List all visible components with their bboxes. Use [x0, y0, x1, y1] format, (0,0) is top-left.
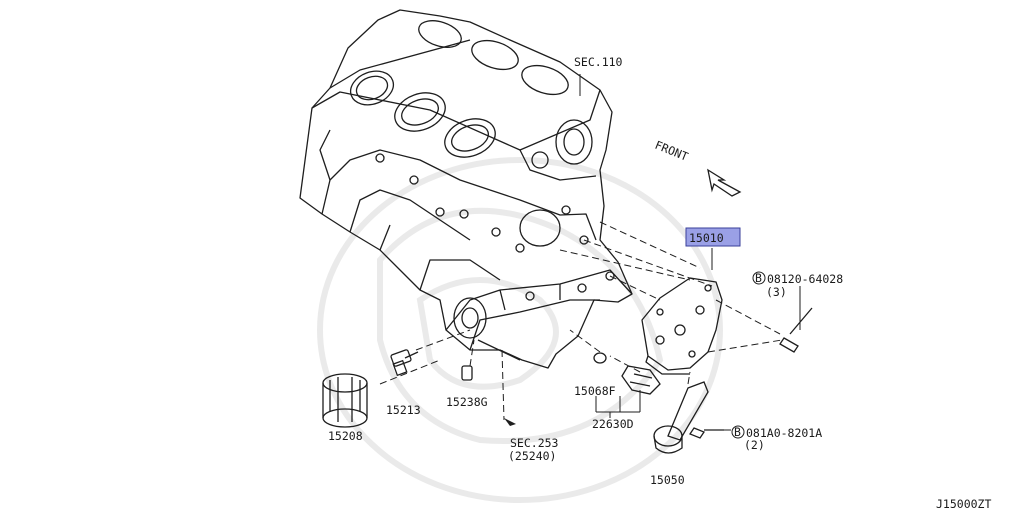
label-bolt-a-qty: (3)	[766, 285, 787, 299]
label-bolt-a[interactable]: 08120-64028	[767, 272, 843, 286]
label-filter-stud[interactable]: 15213	[386, 403, 421, 417]
label-gasket[interactable]: 15068F	[574, 384, 616, 398]
label-oil-pump[interactable]: 15010	[689, 231, 724, 245]
bolt-b-prefix: B	[734, 425, 741, 439]
watermark-logo	[317, 157, 723, 503]
bolt-b-part	[689, 427, 724, 439]
label-bolt-b[interactable]: 081A0-8201A	[746, 426, 822, 440]
highlight-oil-pump-label	[685, 227, 741, 247]
label-section-ref-bottom[interactable]: SEC.253	[510, 436, 559, 450]
oil-strainer-part	[653, 381, 709, 454]
callout-leaders	[579, 74, 801, 418]
engine-block	[299, 9, 633, 369]
label-bolt-b-qty: (2)	[744, 438, 765, 452]
label-strainer[interactable]: 15050	[650, 473, 685, 487]
dashed-leaders	[379, 221, 783, 431]
diagram-code: J15000ZT	[936, 497, 991, 511]
bolt-a-callout: B	[752, 271, 766, 285]
bolt-a-part	[779, 307, 813, 353]
plug-part	[461, 365, 473, 381]
section-arrow-bottom	[504, 418, 516, 426]
label-plug[interactable]: 15238G	[446, 395, 488, 409]
label-oil-filter[interactable]: 15208	[328, 429, 363, 443]
gasket-part	[593, 352, 607, 364]
filter-stud-part	[390, 349, 419, 377]
front-label: FRONT	[653, 138, 690, 164]
front-direction-arrow	[707, 168, 742, 197]
section-ref-top: SEC.110	[574, 55, 623, 69]
label-oil-pressure-switch[interactable]: 22630D	[592, 417, 634, 431]
oil-pump-part	[641, 277, 723, 375]
label-section-ref-bottom-sub: (25240)	[508, 449, 556, 463]
oil-filter-part	[322, 373, 368, 428]
oil-pressure-switch-part	[621, 365, 661, 395]
bolt-a-prefix: B	[755, 271, 762, 285]
bolt-b-callout: B	[731, 425, 745, 439]
